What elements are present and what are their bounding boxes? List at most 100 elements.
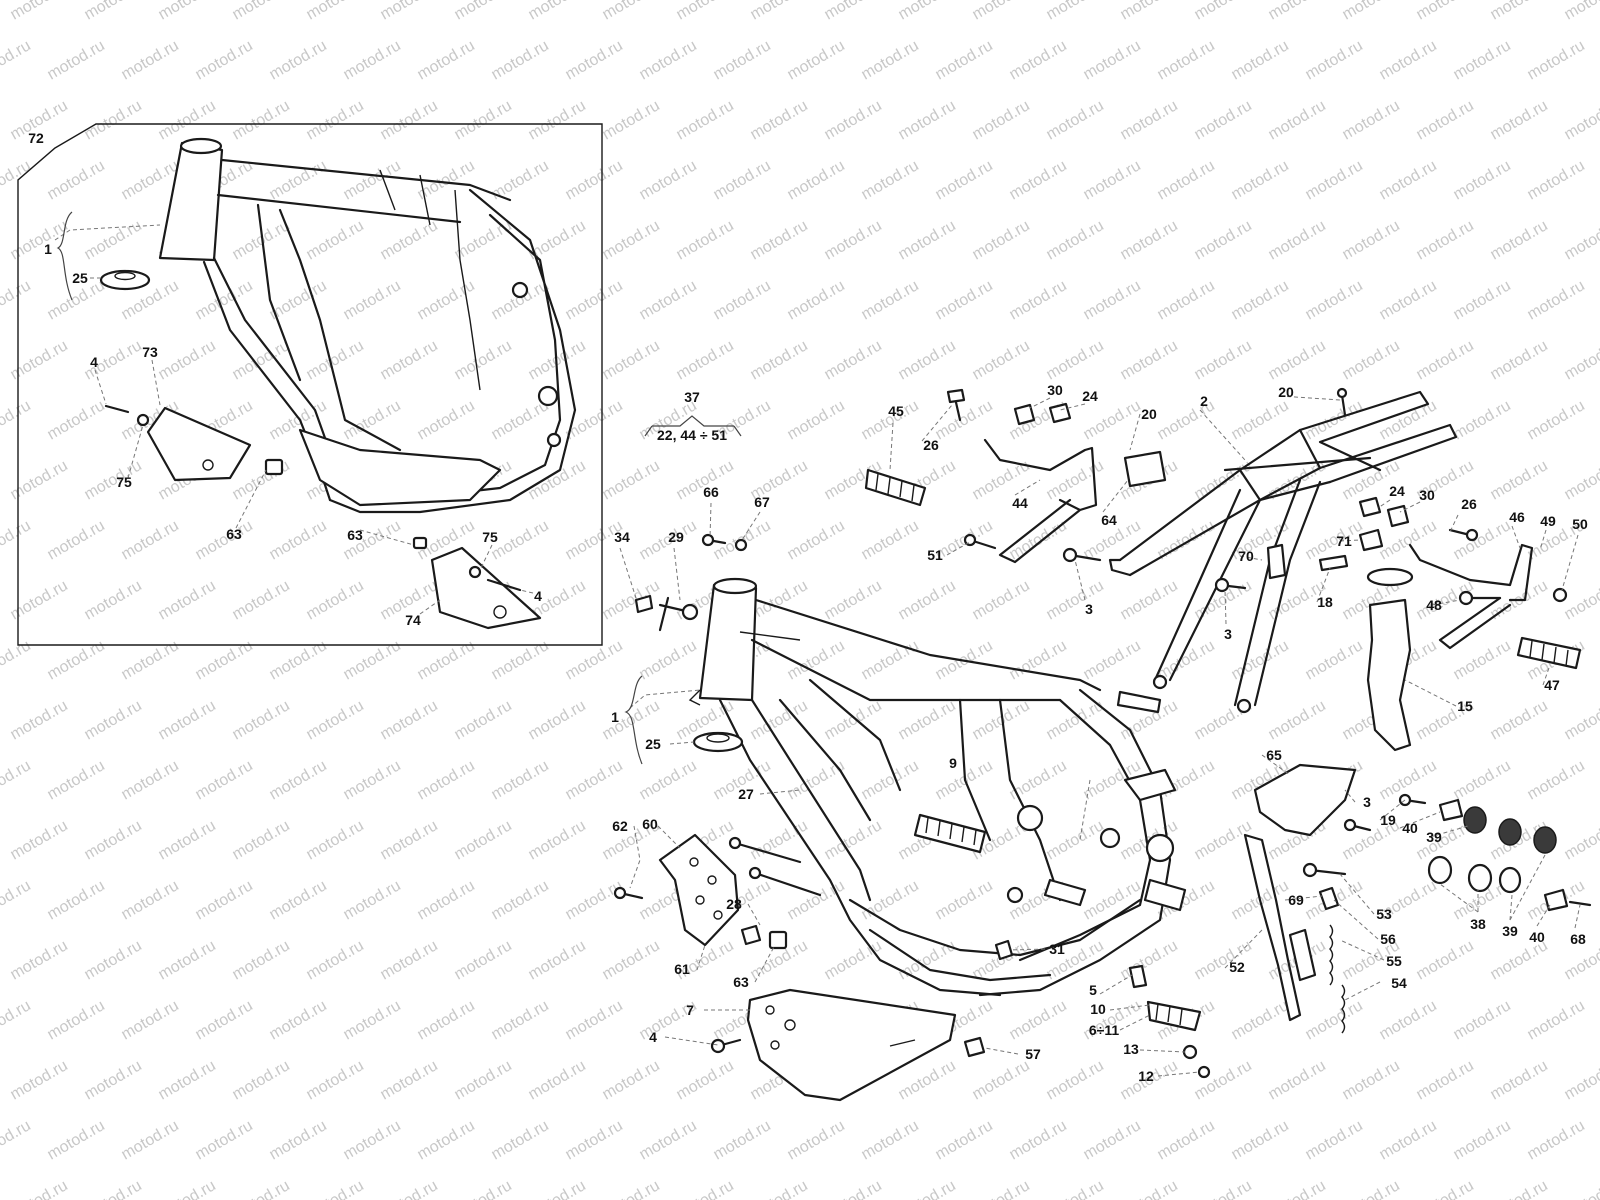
callout-label: 4 (534, 588, 542, 604)
lock-29-barrel (681, 603, 699, 621)
callout-label: 51 (927, 547, 943, 563)
pin-48-head (1458, 590, 1474, 606)
bracket-44 (983, 438, 1098, 564)
callout-label: 47 (1544, 677, 1560, 693)
guard-60-hole-1 (689, 857, 699, 867)
inset-top-tube (216, 158, 512, 224)
callout-label: 57 (1025, 1046, 1041, 1062)
pivot-bolt-53-head (1302, 862, 1318, 878)
callout-label: 20 (1278, 384, 1294, 400)
bolt-51-head (963, 533, 977, 547)
bolt-3-rear-head (1343, 818, 1357, 832)
callout-label: 75 (116, 474, 132, 490)
skid-7-hole-3 (770, 1040, 780, 1050)
callout-label: 37 (684, 389, 700, 405)
roller-38c (1498, 866, 1522, 894)
long-bolt-2 (753, 871, 822, 897)
pivot-boss-1 (1016, 804, 1044, 832)
head-gusset (688, 631, 801, 706)
clip-63 (768, 930, 788, 950)
down-tube-inner (750, 698, 872, 902)
spacer-28 (740, 924, 762, 946)
callout-label: 18 (1317, 594, 1333, 610)
pivot-boss-2 (1145, 833, 1175, 863)
callout-label: 75 (482, 529, 498, 545)
callout-label: 15 (1457, 698, 1473, 714)
upper-parts (634, 387, 1348, 632)
plate-69 (1318, 886, 1340, 911)
long-bolt-1-head (728, 836, 742, 850)
inset-clip-2 (412, 536, 428, 550)
spring-55 (1329, 924, 1334, 986)
stand-pad-52 (1288, 928, 1317, 982)
callout-label: 55 (1386, 953, 1402, 969)
main-frame (688, 577, 1187, 997)
inset-washer-1 (136, 413, 150, 427)
callout-label: 53 (1376, 906, 1392, 922)
inset-guard-upper-hole (202, 459, 214, 471)
inset-panel (17, 123, 603, 646)
inset-brace-1 (56, 211, 73, 301)
inset-leaders (54, 224, 534, 615)
callout-label: 25 (645, 736, 661, 752)
bolt-3-mid-head (1214, 577, 1230, 593)
long-bolt-1 (733, 841, 802, 864)
callout-label: 50 (1572, 516, 1588, 532)
chain-guard-65 (1253, 763, 1357, 837)
inset-washer-2 (468, 565, 482, 579)
callout-label: 38 (1470, 916, 1486, 932)
spacer-31 (994, 939, 1014, 961)
callout-label: 68 (1570, 931, 1586, 947)
callout-label: 3 (1085, 601, 1093, 617)
footrest-left-teeth (925, 817, 977, 846)
ring-50 (1552, 587, 1568, 603)
skid-bracket (1043, 878, 1087, 907)
callout-label: 4 (649, 1029, 657, 1045)
callout-label: 3 (1363, 794, 1371, 810)
top-tube-upper (754, 598, 1102, 692)
down-tube-outer (718, 698, 1002, 997)
callout-label: 45 (888, 403, 904, 419)
clamp-18 (1318, 554, 1349, 572)
brace-37 (644, 415, 742, 437)
center-uprights (958, 698, 1062, 902)
clip-71 (1358, 528, 1384, 552)
bush-30-right (1386, 504, 1410, 528)
callout-label: 31 (1049, 941, 1065, 957)
spring-54 (1341, 984, 1346, 1034)
callout-label: 49 (1540, 513, 1556, 529)
mount-tab-2 (1143, 878, 1187, 912)
roller-38a (1427, 855, 1453, 885)
callout-label: 25 (72, 270, 88, 286)
subframe-upper-rail (1118, 390, 1430, 562)
clip-12 (1197, 1065, 1211, 1079)
steering-head-top (712, 577, 758, 595)
pin-5 (1128, 964, 1148, 989)
inset-clip-1 (264, 458, 284, 476)
callout-label: 27 (738, 786, 754, 802)
inset-rear-loop (328, 188, 577, 514)
roller-39a (1463, 806, 1487, 834)
bolt-4-lower-head (710, 1038, 726, 1054)
lower-parts (613, 833, 1211, 1102)
callout-label: 26 (1461, 496, 1477, 512)
inset-engine-mounts (379, 169, 481, 391)
bracket-46 (1408, 543, 1534, 650)
spacer-40-lower (1543, 888, 1569, 912)
skid-7-slot (889, 1039, 916, 1047)
callout-label: 65 (1266, 747, 1282, 763)
inset-bearing-ring-inner (114, 271, 136, 281)
callout-label: 30 (1419, 487, 1435, 503)
subframe-end-1 (1152, 674, 1168, 690)
inset-guard-upper (146, 406, 252, 482)
spring-13 (1182, 1044, 1198, 1060)
guard-60-hole-2 (707, 875, 717, 885)
screw-20-head (1336, 387, 1348, 399)
subframe-strut-2 (1233, 478, 1322, 707)
inset-bolt-1 (104, 404, 130, 414)
roller-38b (1467, 863, 1493, 893)
subframe-tail (1108, 558, 1132, 577)
callout-label: 52 (1229, 959, 1245, 975)
footpeg-45 (864, 468, 927, 507)
callout-label: 13 (1123, 1041, 1139, 1057)
